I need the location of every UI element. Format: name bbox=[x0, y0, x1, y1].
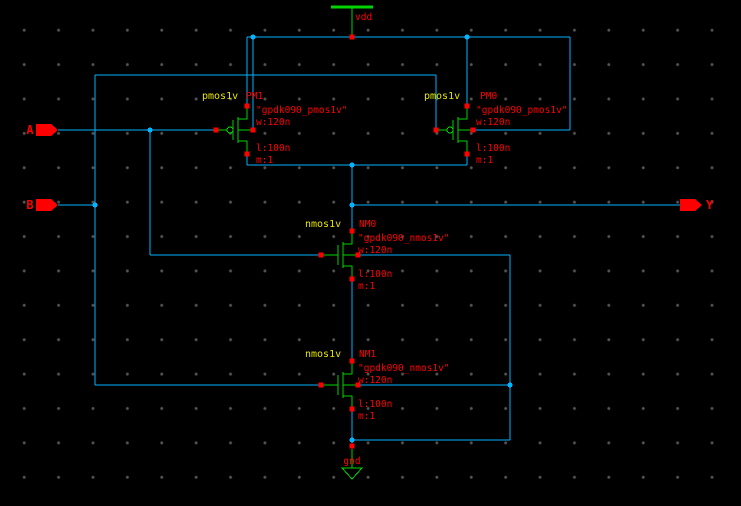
output-pin-y-arrow[interactable] bbox=[680, 199, 702, 211]
pm1-drain-lead bbox=[238, 106, 248, 120]
nm1-length-label[interactable]: l:100n bbox=[358, 399, 392, 410]
vdd-symbol[interactable]: vdd bbox=[331, 5, 373, 40]
nm0-gate-terminal bbox=[318, 252, 324, 258]
transistor-nm1[interactable]: nmos1v NM1 "gpdk090_nmos1v" w:120n l:100… bbox=[305, 349, 450, 422]
junction-dot bbox=[250, 34, 256, 40]
pm0-width-label[interactable]: w:120n bbox=[476, 117, 510, 128]
pm1-mult-label[interactable]: m:1 bbox=[256, 155, 273, 166]
nm0-mult-label[interactable]: m:1 bbox=[358, 281, 375, 292]
nm1-model-label[interactable]: "gpdk090_nmos1v" bbox=[358, 363, 450, 374]
transistor-pm0[interactable]: pmos1v PM0 "gpdk090_pmos1v" w:120n l:100… bbox=[424, 91, 568, 166]
pm1-pmos-bubble bbox=[226, 126, 234, 134]
pm0-bulk-terminal bbox=[470, 127, 476, 133]
input-pin-a-arrow[interactable] bbox=[36, 124, 58, 136]
port-b-label[interactable]: B bbox=[26, 198, 33, 212]
junction-dot bbox=[147, 127, 153, 133]
nm1-mult-label[interactable]: m:1 bbox=[358, 411, 375, 422]
pm0-drain-lead bbox=[458, 106, 468, 120]
nm0-bulk-terminal bbox=[355, 252, 361, 258]
port-a-label[interactable]: A bbox=[26, 123, 34, 137]
nm1-source-terminal bbox=[349, 406, 355, 412]
pm1-source-terminal bbox=[244, 103, 250, 109]
junction-dot bbox=[92, 202, 98, 208]
nm0-device-label[interactable]: nmos1v bbox=[305, 219, 341, 230]
nm0-source-lead bbox=[343, 265, 353, 279]
pm1-drain-terminal bbox=[244, 151, 250, 157]
solder-dots bbox=[92, 34, 513, 443]
pm0-mult-label[interactable]: m:1 bbox=[476, 155, 493, 166]
pm0-gate-terminal bbox=[433, 127, 439, 133]
vdd-terminal-square bbox=[349, 34, 355, 40]
nm1-bulk-terminal bbox=[355, 382, 361, 388]
transistor-nm0[interactable]: nmos1v NM0 "gpdk090_nmos1v" w:120n l:100… bbox=[305, 219, 450, 292]
pm1-gate-terminal bbox=[213, 127, 219, 133]
gnd-symbol[interactable]: gnd bbox=[340, 443, 364, 480]
junction-dot bbox=[349, 437, 355, 443]
pm0-drain-terminal bbox=[464, 151, 470, 157]
nm1-name-label[interactable]: NM1 bbox=[359, 349, 376, 360]
nm0-model-label[interactable]: "gpdk090_nmos1v" bbox=[358, 233, 450, 244]
vdd-label[interactable]: vdd bbox=[355, 12, 372, 23]
pm1-model-label[interactable]: "gpdk090_pmos1v" bbox=[256, 105, 348, 116]
nm1-drain-terminal bbox=[349, 358, 355, 364]
nm0-width-label[interactable]: w:120n bbox=[358, 245, 392, 256]
transistor-pm1[interactable]: pmos1v PM1 "gpdk090_pmos1v" w:120n l:100… bbox=[202, 91, 348, 166]
junction-dot bbox=[349, 202, 355, 208]
pm1-name-label[interactable]: PM1 bbox=[246, 91, 263, 102]
pm0-length-label[interactable]: l:100n bbox=[476, 143, 510, 154]
nets bbox=[58, 36, 680, 443]
nm1-source-lead bbox=[343, 395, 353, 409]
input-pin-b-arrow[interactable] bbox=[36, 199, 58, 211]
nm1-drain-lead bbox=[343, 361, 353, 375]
nm1-width-label[interactable]: w:120n bbox=[358, 375, 392, 386]
pm0-pmos-bubble bbox=[446, 126, 454, 134]
nm1-device-label[interactable]: nmos1v bbox=[305, 349, 341, 360]
nm1-gate-terminal bbox=[318, 382, 324, 388]
port-y[interactable]: Y bbox=[680, 198, 714, 212]
gnd-label[interactable]: gnd bbox=[343, 456, 360, 467]
gnd-triangle bbox=[340, 467, 364, 480]
port-y-label[interactable]: Y bbox=[706, 198, 714, 212]
nm0-drain-terminal bbox=[349, 228, 355, 234]
nm0-drain-lead bbox=[343, 231, 353, 245]
pm1-length-label[interactable]: l:100n bbox=[256, 143, 290, 154]
pm0-name-label[interactable]: PM0 bbox=[480, 91, 497, 102]
pm1-width-label[interactable]: w:120n bbox=[256, 117, 290, 128]
pm1-device-label[interactable]: pmos1v bbox=[202, 91, 238, 102]
nm0-length-label[interactable]: l:100n bbox=[358, 269, 392, 280]
port-b[interactable]: B bbox=[26, 198, 58, 212]
nm0-source-terminal bbox=[349, 276, 355, 282]
pm1-bulk-terminal bbox=[250, 127, 256, 133]
pm1-source-lead bbox=[238, 140, 248, 154]
port-a[interactable]: A bbox=[26, 123, 58, 137]
pm0-source-terminal bbox=[464, 103, 470, 109]
pm0-model-label[interactable]: "gpdk090_pmos1v" bbox=[476, 105, 568, 116]
pm0-device-label[interactable]: pmos1v bbox=[424, 91, 460, 102]
junction-dot bbox=[507, 382, 513, 388]
junction-dot bbox=[464, 34, 470, 40]
gnd-terminal-square bbox=[349, 443, 355, 449]
pm0-source-lead bbox=[458, 140, 468, 154]
nm0-name-label[interactable]: NM0 bbox=[359, 219, 376, 230]
junction-dot bbox=[349, 162, 355, 168]
